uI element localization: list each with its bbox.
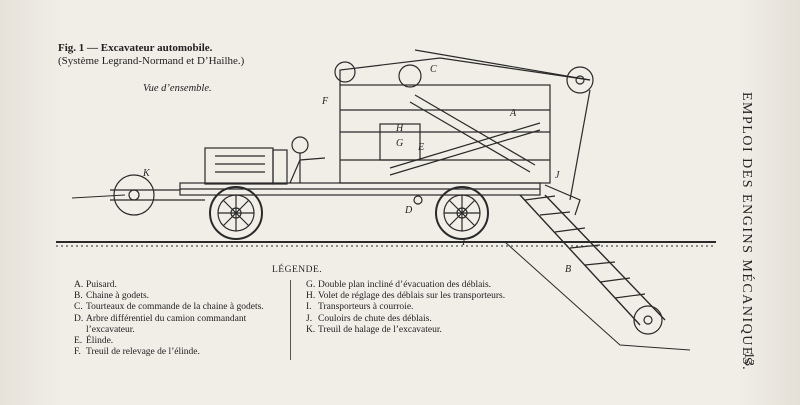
figure-subtitle: Vue d’ensemble. (143, 83, 212, 94)
pulley-f (334, 61, 356, 83)
legend-right-column: G.Double plan incliné d’évacuation des d… (306, 280, 511, 336)
figure-caption: Fig. 1 — Excavateur automobile. (Système… (58, 42, 308, 95)
legend-divider (290, 280, 291, 360)
legend-item: J.Couloirs de chute des déblais. (306, 313, 432, 324)
callout-g: G (396, 138, 403, 149)
callout-j: J (555, 170, 560, 181)
callout-b: B (565, 264, 571, 275)
figure-system: (Système Legrand-Normand et D’Hailhe.) (58, 55, 245, 67)
legend-item: F.Treuil de relevage de l’élinde. (74, 347, 200, 358)
legend-item: A.Puisard. (74, 280, 117, 290)
legend-left-column: A.Puisard. B.Chaine à godets. C.Tourteau… (74, 280, 284, 358)
callout-h: H (395, 123, 404, 134)
legend-item: C.Tourteaux de commande de la chaine à g… (74, 302, 264, 313)
callout-e: E (417, 142, 424, 153)
legend-title: LÉGENDE. (272, 265, 323, 275)
callout-a: A (509, 108, 517, 119)
excavator-frame (339, 84, 551, 184)
legend-item: I.Transporteurs à courroie. (306, 302, 414, 313)
legend-item: E.Élinde. (74, 336, 114, 347)
legend-item: G.Double plan incliné d’évacuation des d… (306, 280, 492, 290)
callout-c: C (430, 64, 437, 75)
callout-i: I (461, 237, 466, 248)
pulley-right (566, 66, 594, 94)
callout-k: K (142, 168, 151, 179)
callout-d: D (404, 205, 413, 216)
winch-k (113, 174, 155, 216)
front-wheel (209, 186, 263, 240)
rear-wheel (435, 186, 489, 240)
figure-title: Fig. 1 — Excavateur automobile. (58, 42, 213, 54)
callout-f: F (321, 96, 329, 107)
legend-item: K.Treuil de halage de l’excavateur. (306, 324, 442, 335)
legend-item: D.Arbre différentiel du camion commandan… (74, 313, 247, 335)
pulley-c (398, 64, 422, 88)
page-number: 13 (741, 352, 756, 366)
legend-item: B.Chaine à godets. (74, 291, 150, 302)
excavator-drawing: A B C D E F G H I J K (56, 49, 716, 351)
bucket-ladder (519, 194, 666, 326)
running-head: EMPLOI DES ENGINS MÉCANIQUES. (739, 92, 754, 372)
engine-hood (204, 147, 274, 185)
legend-item: H.Volet de réglage des déblais sur les t… (306, 291, 506, 302)
